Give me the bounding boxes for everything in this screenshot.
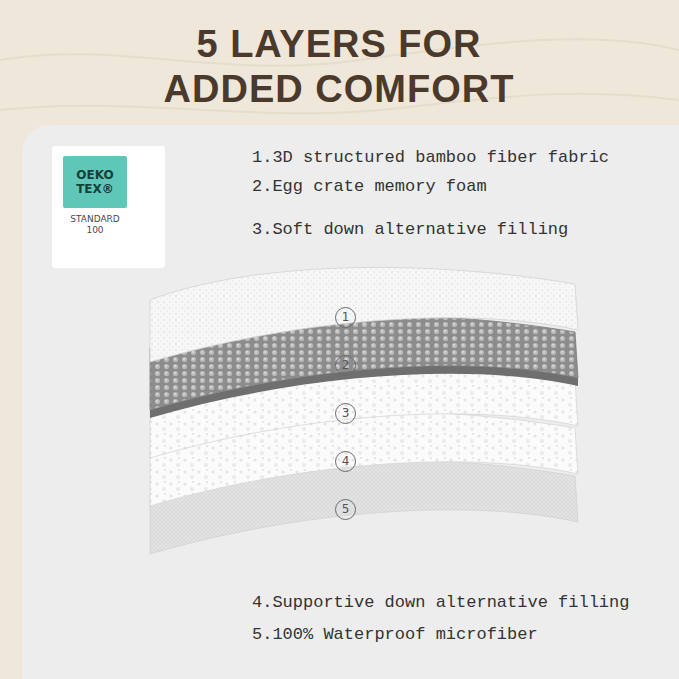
fabric-layer	[150, 267, 578, 362]
callout-number: 3	[335, 403, 356, 424]
callout-number: 1	[335, 307, 356, 328]
title: 5 LAYERS FOR ADDED COMFORT	[149, 22, 529, 112]
callout-number: 2	[335, 355, 356, 376]
layer-description: 3.Soft down alternative filling	[252, 220, 568, 240]
panel	[22, 125, 679, 679]
certification-logo: OEKO TEX®	[63, 156, 127, 208]
layer-description: 5.100% Waterproof microfiber	[252, 625, 538, 645]
callout-number: 5	[335, 499, 356, 520]
layer-description: 2.Egg crate memory foam	[252, 177, 487, 197]
callout-number: 4	[335, 451, 356, 472]
layer-description: 4.Supportive down alternative filling	[252, 593, 629, 613]
layer-description: 1.3D structured bamboo fiber fabric	[252, 148, 609, 168]
logo-text: OEKO TEX®	[63, 168, 127, 196]
certification-badge: STANDARD 100 OEKO TEX®	[52, 146, 165, 268]
standard-text: STANDARD 100	[63, 214, 127, 236]
